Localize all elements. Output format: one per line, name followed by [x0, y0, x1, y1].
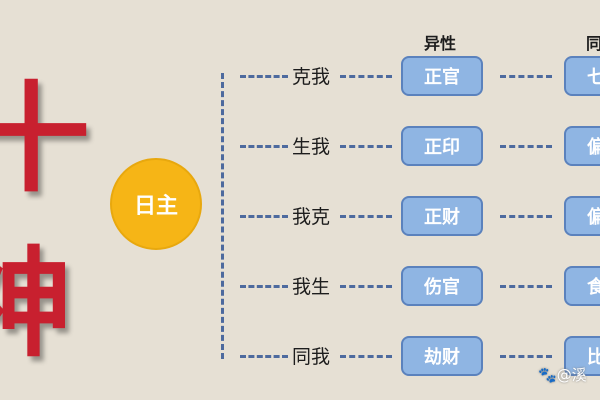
title-char-ten: 十: [0, 69, 91, 208]
box-same: 偏财: [564, 196, 600, 236]
box-same: 食神: [564, 266, 600, 306]
box-opposite: 正财: [401, 196, 483, 236]
relation-label: 同我: [292, 346, 331, 368]
row-ke-wo: 克我 正官 七杀: [0, 56, 600, 96]
relation-label: 生我: [292, 136, 331, 158]
row-wo-sheng: 我生 伤官 食神: [0, 266, 600, 306]
connector-line: [240, 145, 288, 148]
connector-line: [340, 215, 392, 218]
watermark: 🐾@溪: [538, 364, 587, 385]
relation-label: 我生: [292, 276, 331, 298]
connector-line: [340, 145, 392, 148]
paw-icon: 🐾: [538, 366, 557, 384]
relation-label: 我克: [292, 206, 331, 228]
connector-line: [500, 285, 552, 288]
row-sheng-wo: 生我 正印 偏印: [0, 126, 600, 166]
connector-line: [240, 215, 288, 218]
connector-line: [500, 355, 552, 358]
box-same: 偏印: [564, 126, 600, 166]
day-master-circle: 日主: [110, 158, 202, 250]
watermark-text: @溪: [556, 366, 587, 384]
relation-label: 克我: [292, 66, 331, 88]
box-same: 比肩: [564, 336, 600, 376]
connector-line: [240, 75, 288, 78]
header-opposite-sex: 异性: [424, 34, 457, 53]
title-char-god: 神: [0, 234, 73, 373]
connector-line: [340, 355, 392, 358]
box-opposite: 劫财: [401, 336, 483, 376]
vertical-connector: [221, 73, 224, 359]
connector-line: [500, 75, 552, 78]
row-wo-ke: 我克 正财 偏财: [0, 196, 600, 236]
connector-line: [240, 355, 288, 358]
box-opposite: 正官: [401, 56, 483, 96]
row-tong-wo: 同我 劫财 比肩: [0, 336, 600, 376]
connector-line: [500, 145, 552, 148]
connector-line: [240, 285, 288, 288]
box-opposite: 伤官: [401, 266, 483, 306]
connector-line: [340, 75, 392, 78]
connector-line: [500, 215, 552, 218]
box-same: 七杀: [564, 56, 600, 96]
connector-line: [340, 285, 392, 288]
day-master-label: 日主: [133, 194, 178, 219]
box-opposite: 正印: [401, 126, 483, 166]
